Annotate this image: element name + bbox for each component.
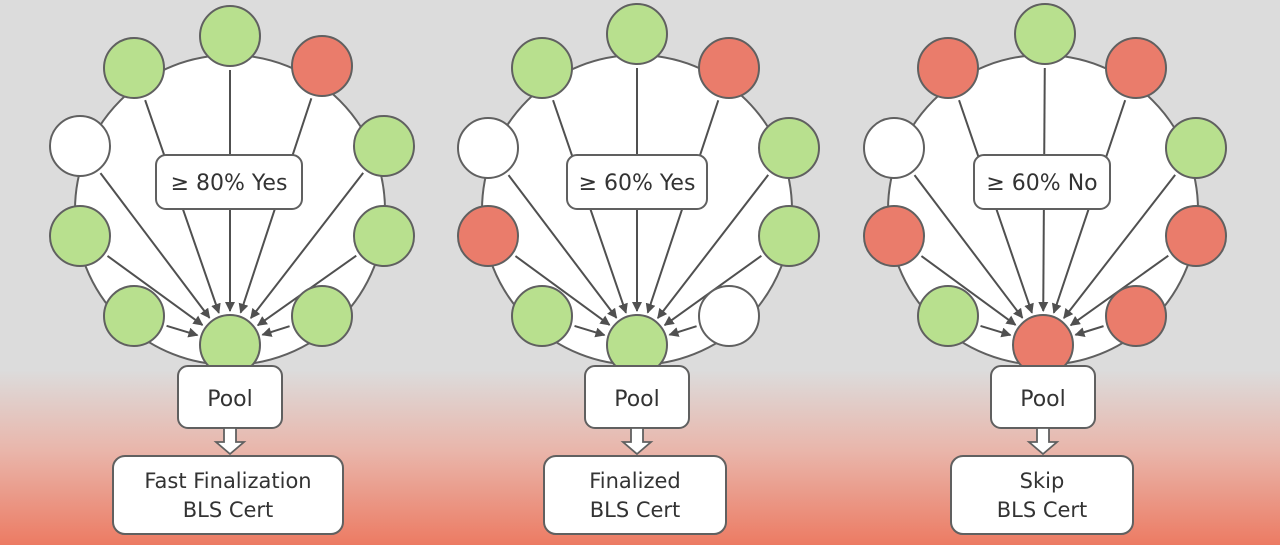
validator-node-yes bbox=[511, 37, 573, 99]
threshold-label: ≥ 60% No bbox=[986, 171, 1097, 196]
validator-node-yes bbox=[1014, 3, 1076, 65]
validator-node-no bbox=[1165, 205, 1227, 267]
threshold-box bbox=[566, 154, 708, 210]
validator-node-yes bbox=[199, 5, 261, 67]
validator-node-abstain bbox=[457, 117, 519, 179]
validator-node-yes bbox=[606, 3, 668, 65]
validator-node-yes bbox=[1165, 117, 1227, 179]
certificate-label-line: Finalized bbox=[589, 469, 681, 493]
validator-node-no bbox=[291, 35, 353, 97]
vote-arrow bbox=[656, 174, 770, 319]
validator-node-yes bbox=[917, 285, 979, 347]
validator-node-no bbox=[1105, 37, 1167, 99]
validator-node-yes bbox=[511, 285, 573, 347]
vote-arrow bbox=[1074, 325, 1104, 337]
vote-arrow bbox=[106, 255, 204, 326]
validator-node-yes bbox=[291, 285, 353, 347]
certificate-label-line: BLS Cert bbox=[997, 498, 1088, 522]
vote-arrow bbox=[514, 255, 611, 326]
validator-node-no bbox=[457, 205, 519, 267]
vote-arrow bbox=[668, 325, 697, 337]
vote-arrow bbox=[250, 172, 364, 319]
certificate-box bbox=[112, 455, 344, 535]
validator-node-abstain bbox=[49, 115, 111, 177]
validator-node-yes bbox=[353, 205, 415, 267]
certificate-box bbox=[543, 455, 727, 535]
down-arrow-icon bbox=[620, 427, 654, 456]
validator-node-no bbox=[917, 37, 979, 99]
threshold-label: ≥ 60% Yes bbox=[579, 171, 696, 196]
vote-arrow bbox=[99, 172, 211, 319]
validator-node-yes bbox=[758, 205, 820, 267]
certificate-label-line: Skip bbox=[1020, 469, 1065, 493]
vote-arrow bbox=[507, 174, 618, 319]
certificate-box bbox=[950, 455, 1134, 535]
vote-arrow bbox=[574, 324, 606, 338]
validator-node-yes bbox=[103, 37, 165, 99]
vote-arrow bbox=[166, 324, 199, 338]
vote-arrow bbox=[920, 255, 1017, 326]
vote-arrow bbox=[1063, 174, 1176, 319]
threshold-box bbox=[155, 154, 303, 210]
certificate-label-line: BLS Cert bbox=[590, 498, 681, 522]
pool-label: Pool bbox=[1020, 387, 1066, 412]
certificate-label-line: Fast Finalization bbox=[144, 469, 311, 493]
validator-node-yes bbox=[758, 117, 820, 179]
validator-node-yes bbox=[49, 205, 111, 267]
pool-label: Pool bbox=[614, 387, 660, 412]
certificate-label-line: BLS Cert bbox=[183, 498, 274, 522]
vote-arrow bbox=[980, 324, 1012, 338]
down-arrow-icon bbox=[213, 427, 247, 456]
validator-node-yes bbox=[353, 115, 415, 177]
validator-node-yes bbox=[103, 285, 165, 347]
validator-node-no bbox=[698, 37, 760, 99]
validator-node-no bbox=[1105, 285, 1167, 347]
validator-node-abstain bbox=[863, 117, 925, 179]
vote-arrow bbox=[913, 174, 1024, 319]
validator-node-no bbox=[863, 205, 925, 267]
threshold-box bbox=[973, 154, 1111, 210]
vote-arrow bbox=[261, 325, 290, 337]
validator-node-abstain bbox=[698, 285, 760, 347]
threshold-label: ≥ 80% Yes bbox=[171, 171, 288, 196]
down-arrow-icon bbox=[1026, 427, 1060, 456]
pool-label: Pool bbox=[207, 387, 253, 412]
